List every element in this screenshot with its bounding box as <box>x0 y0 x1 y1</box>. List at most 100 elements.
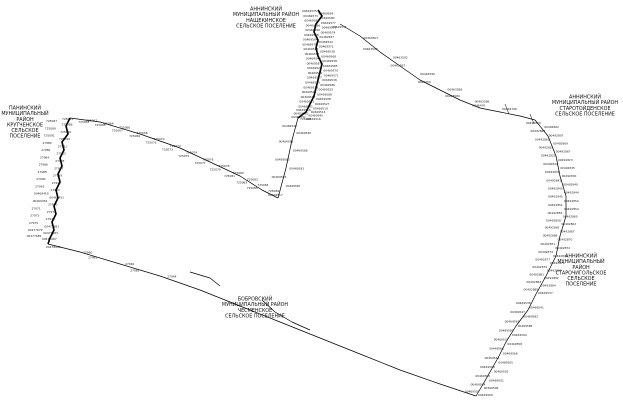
point-label: 00492885 <box>524 287 539 291</box>
point-label: 00492876 <box>553 254 568 258</box>
point-label: 00469578 <box>304 33 319 37</box>
area-label-line: ЧЕСМЕНСКОЕ <box>238 308 272 314</box>
point-label: 00477683 <box>43 231 58 235</box>
point-label: 00469582 <box>523 315 538 319</box>
point-label: 725086 <box>268 189 279 193</box>
point-label: 00492877 <box>535 258 550 262</box>
point-label: 27971 <box>32 206 41 210</box>
point-label: 00469558 <box>322 59 337 63</box>
point-label: 0046470 <box>472 103 485 107</box>
point-label: 00469551 <box>291 115 306 119</box>
point-label: 27961 <box>88 256 97 260</box>
area-label-line: МУНИЦИПАЛЬНЫЙ <box>1 110 49 117</box>
point-label: 00469598 <box>316 97 331 101</box>
point-label: 00492874 <box>538 250 553 254</box>
point-label: 00492860 <box>526 121 541 125</box>
point-label: 27974 <box>46 217 55 221</box>
point-label: 27989 <box>53 174 62 178</box>
point-label: 725068 <box>137 131 148 135</box>
point-label: 00463592 <box>393 56 408 60</box>
point-label: 00469576 <box>302 42 317 46</box>
point-label: 725069 <box>129 134 140 138</box>
boundary-bobrov-diagonal <box>47 243 477 397</box>
point-label: 00469545 <box>308 113 323 117</box>
area-label-line: ПОСЕЛЕНИЕ <box>566 282 597 288</box>
boundary-tick <box>504 103 510 115</box>
boundary-tick <box>529 113 535 125</box>
point-label: 725064 <box>103 121 114 125</box>
point-label: 00469583 <box>505 319 520 323</box>
point-label: 00492868 <box>543 234 558 238</box>
point-label: 725073 <box>162 147 173 151</box>
point-label: 0046359 <box>418 80 431 84</box>
point-label: 00492835 <box>560 166 575 170</box>
point-label: 00492858 <box>546 218 561 222</box>
area-label-line: БОБРОВСКИЙ <box>238 296 273 303</box>
point-label: 00492882 <box>544 276 559 280</box>
point-label: 00469570 <box>323 69 338 73</box>
point-label: 00469585 <box>323 64 338 68</box>
area-label-line: СЕЛЬСКОЕ ПОСЕЛЕНИЕ <box>555 111 615 117</box>
boundary-starochigol-south <box>475 293 537 397</box>
point-label: 00469544 <box>485 356 500 360</box>
point-label: 00469556 <box>296 108 311 112</box>
point-label: 725071 <box>146 141 157 145</box>
point-label: 00469586 <box>320 83 335 87</box>
point-label: 27980 <box>42 141 51 145</box>
point-label: 00469450 <box>34 192 49 196</box>
point-label: 725085 <box>247 186 258 190</box>
point-label: 00492824 <box>543 162 558 166</box>
point-label: 00463597 <box>391 64 406 68</box>
point-label: 00492823 <box>558 158 573 162</box>
point-label: 00469568 <box>503 351 518 355</box>
point-label: 00469501 <box>489 379 504 383</box>
point-label: 00469516 <box>306 117 321 121</box>
point-label: 00469527 <box>307 76 322 80</box>
point-label: 00492851 <box>548 203 563 207</box>
point-label: 00469571 <box>319 45 334 49</box>
boundary-lines <box>47 9 567 397</box>
point-label: 00469574 <box>321 30 336 34</box>
point-label: 00469451 <box>49 195 64 199</box>
boundary-bobrov-branch <box>261 299 311 331</box>
point-label: 00492845 <box>548 195 563 199</box>
area-label-line: ПАНИНСКИЙ <box>9 105 41 112</box>
point-label: 27963 <box>130 268 139 272</box>
point-label: 00492821 <box>541 154 556 158</box>
point-label: 27983 <box>57 152 66 156</box>
point-label: 00492840 <box>563 182 578 186</box>
point-label: 00469502 <box>494 370 509 374</box>
point-label: 00469527 <box>315 102 330 106</box>
point-label: 00469528 <box>307 66 322 70</box>
point-label: 00492862 <box>561 222 576 226</box>
point-label: 725092 <box>59 137 70 141</box>
point-label: 27985 <box>55 159 64 163</box>
point-label: 00469537 <box>494 338 509 342</box>
point-label: 00469587 <box>307 61 322 65</box>
point-label: 725065 <box>95 123 106 127</box>
point-label: 725072 <box>170 144 181 148</box>
point-label: 00469507 <box>364 36 379 40</box>
area-label-line: СЕЛЬСКОЕ <box>567 276 594 282</box>
area-label-line: СЕЛЬСКОЕ ПОСЕЛЕНИЕ <box>236 23 296 29</box>
point-label: 00469547 <box>510 310 525 314</box>
point-label: 00469593 <box>304 19 319 23</box>
point-label: 00492865 <box>535 137 550 141</box>
point-label: 00469540 <box>296 131 311 135</box>
point-label: 00463590 <box>420 72 435 76</box>
point-label: 725079 <box>210 168 221 172</box>
point-label: 27982 <box>41 148 50 152</box>
point-label: 725090 <box>60 130 71 134</box>
point-label: 00469510 <box>294 112 309 116</box>
point-label: 00469585 <box>518 324 533 328</box>
point-label: 00492836 <box>545 170 560 174</box>
boundary-starotoyda-south <box>534 119 567 295</box>
area-label-line: МУНИЦИПАЛЬНЫЙ РАЙОН <box>222 301 289 308</box>
point-label: 00469531 <box>332 25 347 29</box>
point-label: 00469566 <box>489 347 504 351</box>
point-label: 00469582 <box>275 157 290 161</box>
point-label: 27960 <box>83 250 92 254</box>
